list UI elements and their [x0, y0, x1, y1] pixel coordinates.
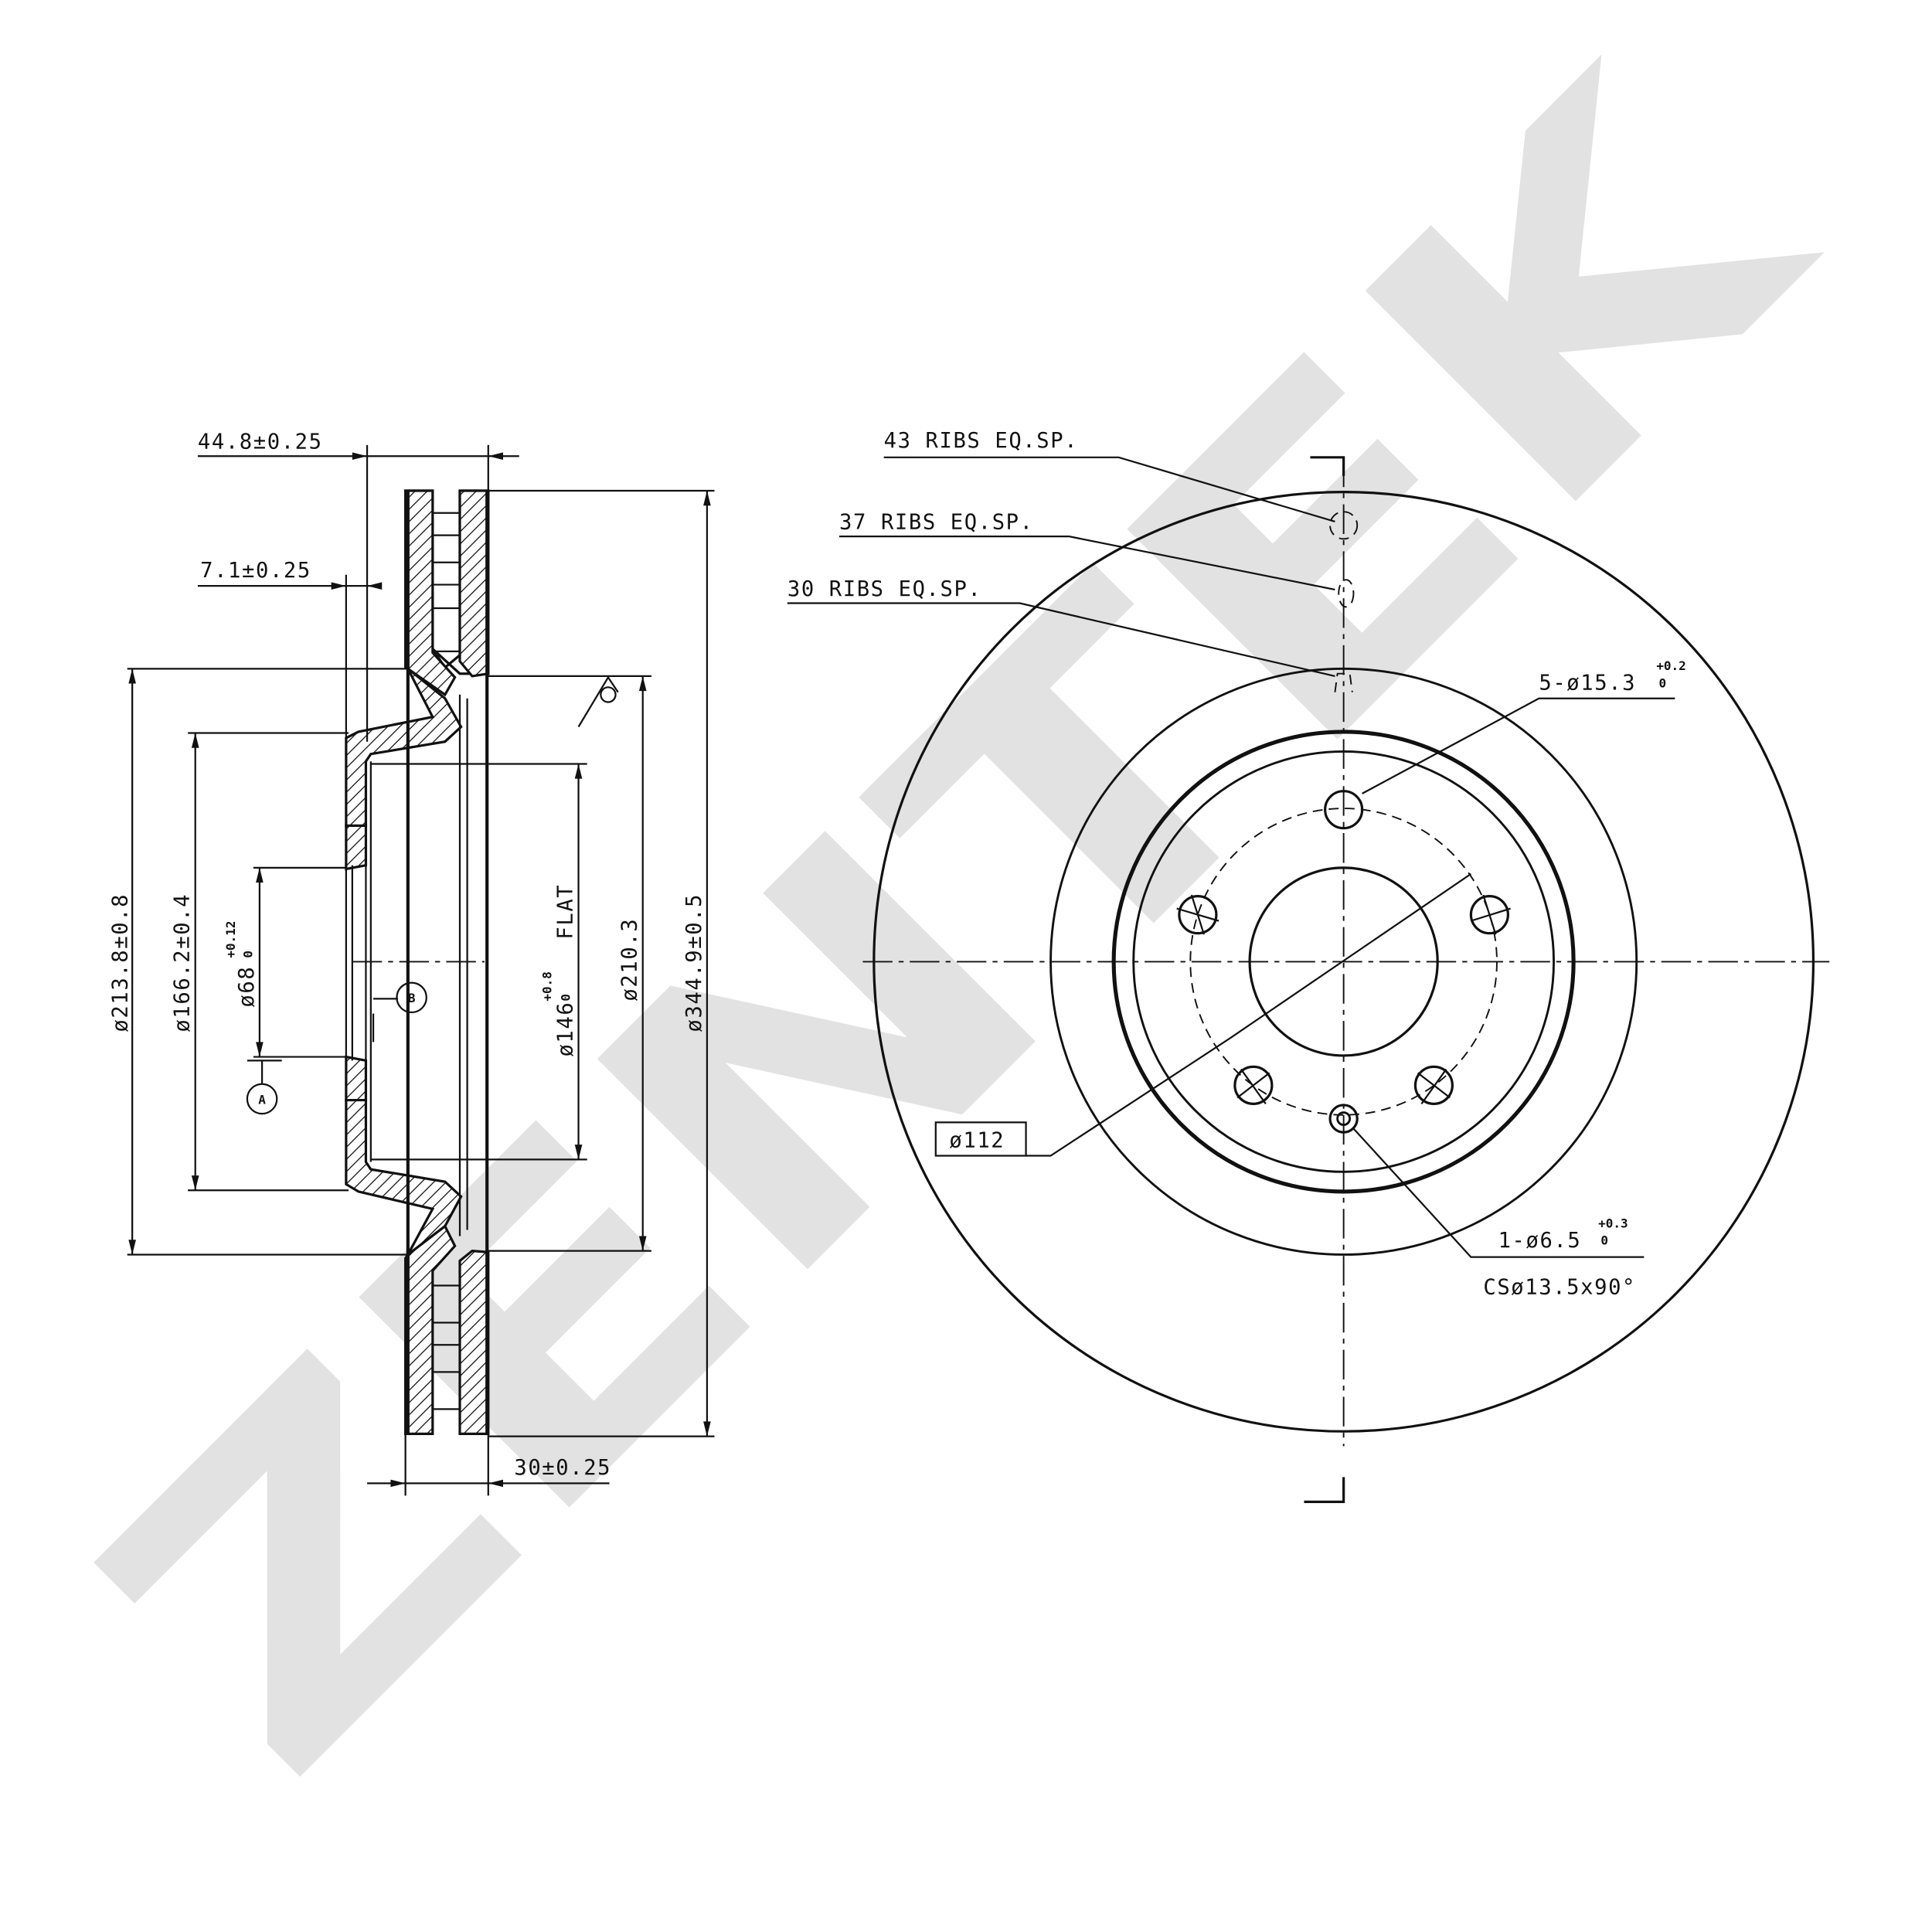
svg-text:ø166.2±0.4: ø166.2±0.4	[171, 893, 195, 1032]
svg-text:+0.2: +0.2	[1656, 658, 1685, 673]
ribs-43-label: 43 RIBS EQ.SP.	[884, 429, 1079, 453]
ribs-37-label: 37 RIBS EQ.SP.	[839, 511, 1034, 535]
pcd-box	[934, 1121, 1027, 1157]
svg-text:0: 0	[558, 994, 573, 1002]
disc-thickness-dim: 30±0.25	[514, 1456, 611, 1480]
watermark-logo: ZENTEK	[17, 0, 1895, 1861]
front-view: 43 RIBS EQ.SP. 37 RIBS EQ.SP. 30 RIBS EQ…	[787, 429, 1830, 1503]
bolt-holes	[1178, 790, 1509, 1105]
svg-text:B: B	[408, 991, 416, 1005]
svg-text:ø344.9±0.5: ø344.9±0.5	[682, 893, 706, 1032]
svg-text:+0.3: +0.3	[1598, 1216, 1628, 1230]
svg-text:+0.8: +0.8	[539, 971, 554, 1002]
ribs-30-label: 30 RIBS EQ.SP.	[787, 577, 982, 601]
section-view: B A 44.8±0.25 7.1±0.25 30±0.25 ø213.8±0.…	[109, 430, 715, 1496]
datum-b-marker	[396, 981, 427, 1014]
svg-text:+0.12: +0.12	[223, 920, 238, 957]
svg-text:ø213.8±0.8: ø213.8±0.8	[109, 893, 133, 1032]
pin-hole-label: 1-ø6.5	[1498, 1229, 1582, 1253]
svg-text:ø146: ø146	[554, 1002, 578, 1057]
hub-thickness-dim: 7.1±0.25	[200, 559, 311, 583]
svg-text:0: 0	[240, 951, 255, 958]
svg-text:A: A	[258, 1092, 266, 1107]
bolt-hole-label: 5-ø15.3	[1539, 672, 1636, 696]
svg-text:FLAT: FLAT	[554, 884, 578, 940]
svg-text:ZENTEK: ZENTEK	[17, 0, 1895, 1861]
svg-text:ø210.3: ø210.3	[618, 918, 642, 1002]
svg-text:ø68: ø68	[235, 966, 259, 1008]
svg-text:0: 0	[1659, 675, 1667, 690]
datum-a-marker	[246, 1083, 278, 1115]
overall-width-dim: 44.8±0.25	[198, 430, 323, 454]
countersink-label: CSø13.5x90°	[1483, 1276, 1636, 1300]
svg-text:0: 0	[1600, 1233, 1608, 1248]
pcd-label: ø112	[949, 1128, 1005, 1152]
